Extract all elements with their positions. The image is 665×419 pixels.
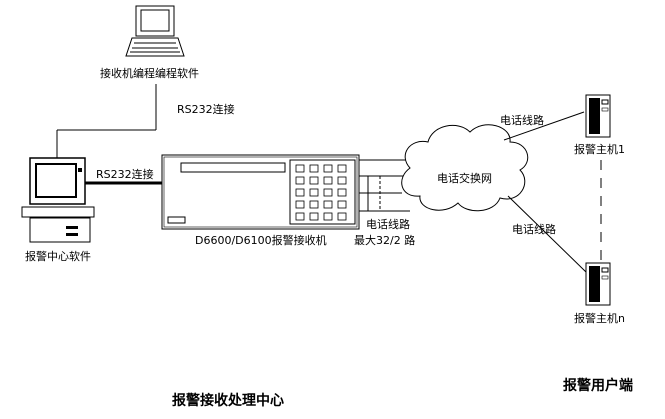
- alarm-host-1-icon: [585, 94, 611, 138]
- phone-line-top-label: 电话线路: [500, 113, 544, 127]
- cloud-label: 电话交换网: [437, 171, 492, 185]
- rs232-left-label: RS232连接: [96, 168, 154, 181]
- laptop-icon: [125, 5, 185, 57]
- receiver-model-label: D6600/D6100报警接收机: [195, 233, 327, 247]
- rs232-top-label: RS232连接: [177, 103, 235, 116]
- telephone-network-cloud: [401, 124, 529, 212]
- host-n-label: 报警主机n: [574, 311, 625, 325]
- center-section-title: 报警接收处理中心: [172, 392, 284, 409]
- desktop-computer-icon: [21, 157, 95, 243]
- phone-line-to-host1: [503, 111, 585, 141]
- phone-line-to-hostn: [507, 195, 587, 273]
- alarm-center-software-label: 报警中心软件: [25, 249, 91, 263]
- laptop-label: 接收机编程编程软件: [100, 66, 199, 80]
- receiver-keypad: [295, 164, 347, 221]
- host-1-label: 报警主机1: [574, 142, 625, 156]
- alarm-receiver-icon: [161, 154, 360, 230]
- phone-line-bottom-label: 电话线路: [512, 222, 556, 236]
- user-section-title: 报警用户端: [563, 377, 633, 394]
- max-lines-label: 最大32/2 路: [354, 233, 415, 247]
- alarm-host-n-icon: [585, 262, 611, 306]
- phone-line-mid-label: 电话线路: [366, 217, 410, 231]
